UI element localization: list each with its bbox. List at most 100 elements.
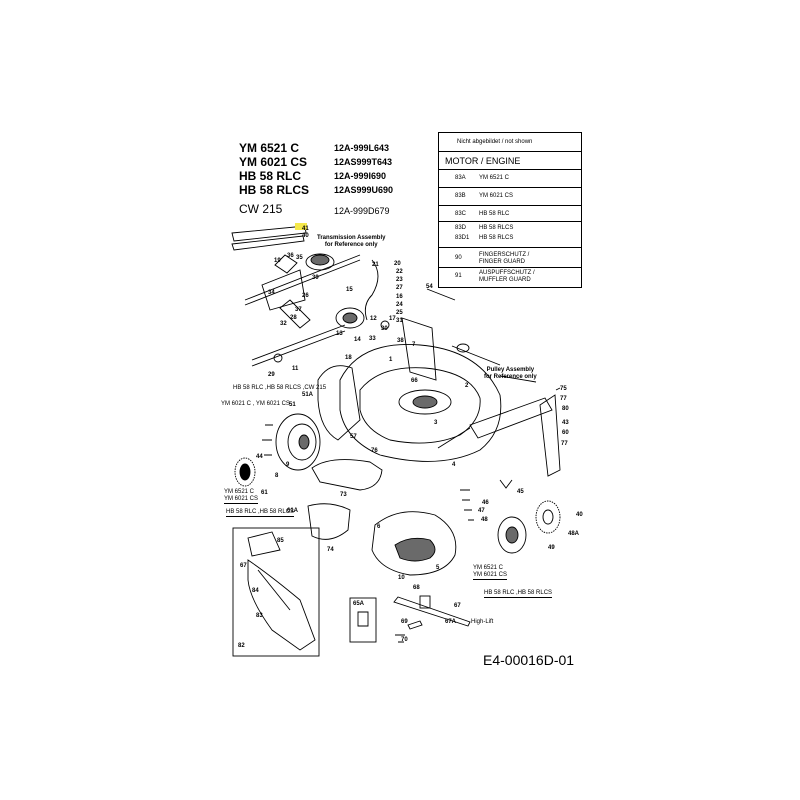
callout-46: 46 [482, 500, 489, 506]
blade-housing [371, 511, 457, 576]
legend-not-shown: Nicht abgebildet / not shown [457, 139, 533, 145]
callout-34: 34 [268, 290, 275, 296]
callout-70: 70 [401, 637, 408, 643]
callout-45: 45 [517, 489, 524, 495]
callout-65a: 65A [353, 601, 365, 607]
callout-44: 44 [256, 454, 263, 460]
callout-32: 32 [280, 321, 287, 327]
legend-code: 83D1 [455, 235, 470, 241]
mulch-plug [311, 459, 383, 491]
callout-27: 27 [396, 285, 403, 291]
model-5: CW 215 [239, 202, 283, 216]
rear-flap [317, 365, 361, 441]
legend-code: 83A [455, 175, 466, 181]
callout-67a: 67A [445, 619, 457, 625]
callout-40b: 40 [576, 512, 583, 518]
legend-text: YM 6021 CS [479, 193, 514, 199]
front-tire [535, 500, 561, 534]
code-1: 12A-999L643 [334, 143, 390, 153]
legend-text: AUSPUFFSCHUTZ / MUFFLER GUARD [479, 270, 535, 283]
callout-26: 26 [302, 293, 309, 299]
front-wheel [497, 516, 527, 554]
inset-65a-box [349, 597, 377, 643]
callout-80: 80 [562, 406, 569, 412]
callout-84: 84 [252, 588, 259, 594]
legend-text: HB 58 RLC [479, 211, 510, 217]
rear-wheel [275, 413, 321, 471]
callout-33: 33 [369, 336, 376, 342]
callout-77b: 77 [561, 441, 568, 447]
model-2: YM 6021 CS [239, 155, 308, 169]
callout-18: 18 [345, 355, 352, 361]
legend-code: 90 [455, 255, 462, 261]
code-3: 12A-999I690 [334, 171, 387, 181]
callout-19: 19 [274, 258, 281, 264]
callout-23: 23 [396, 277, 403, 283]
legend-text: HB 58 RLCS [479, 225, 514, 231]
small-wheel-left [234, 457, 256, 487]
callout-13: 13 [336, 331, 343, 337]
callout-29: 29 [268, 372, 275, 378]
callout-17: 17 [389, 316, 396, 322]
callout-28: 28 [290, 315, 297, 321]
mower-deck [339, 344, 502, 462]
variant-label-ym-left: YM 6521 C YM 6021 CS [224, 489, 259, 504]
callout-8: 8 [275, 473, 279, 479]
code-5: 12A-999D679 [334, 206, 390, 216]
callout-83: 83 [256, 613, 263, 619]
legend-code: 83B [455, 193, 466, 199]
transmission-housing [261, 269, 306, 311]
model-1: YM 6521 C [239, 141, 300, 155]
code-4: 12AS999U690 [334, 185, 394, 195]
callout-68: 68 [413, 585, 420, 591]
callout-67: 67 [454, 603, 461, 609]
callout-48: 48 [481, 517, 488, 523]
callout-15: 15 [346, 287, 353, 293]
callout-20: 20 [394, 261, 401, 267]
callout-40: 40 [302, 233, 309, 239]
callout-22: 22 [396, 269, 403, 275]
mower-blade [393, 596, 471, 627]
model-4: HB 58 RLCS [239, 183, 310, 197]
callout-12: 12 [370, 316, 377, 322]
callout-37: 37 [295, 307, 302, 313]
variant-label-hb-left: HB 58 RLC ,HB 58 RLCS [226, 509, 295, 517]
legend-text: YM 6521 C [479, 175, 510, 181]
callout-51: 51 [289, 402, 296, 408]
callout-47: 47 [478, 508, 485, 514]
callout-9: 9 [286, 462, 290, 468]
engine-plate [401, 317, 437, 381]
legend-text: HB 58 RLCS [479, 235, 514, 241]
callout-60: 60 [562, 430, 569, 436]
callout-76: 76 [371, 448, 378, 454]
callout-66: 66 [411, 378, 418, 384]
legend-table: Nicht abgebildet / not shown MOTOR / ENG… [438, 132, 582, 288]
flap-74 [307, 503, 351, 540]
legend-text: FINGERSCHUTZ / FINGER GUARD [479, 252, 530, 265]
callout-69: 69 [401, 619, 408, 625]
callout-61a: 61A [287, 508, 299, 514]
callout-2: 2 [465, 383, 469, 389]
callout-11: 11 [292, 366, 299, 372]
transmission-label: Transmission Assembly for Reference only [317, 235, 386, 248]
callout-4: 4 [452, 462, 456, 468]
callout-43: 43 [562, 420, 569, 426]
callout-38: 38 [397, 338, 404, 344]
callout-14: 14 [354, 337, 361, 343]
callout-74: 74 [327, 547, 334, 553]
callout-57: 57 [350, 434, 357, 440]
pulley-label: Pulley Assembly for Reference only [484, 367, 537, 380]
callout-54: 54 [426, 284, 433, 290]
grass-bag [247, 559, 316, 651]
legend-code: 91 [455, 273, 462, 279]
callout-35: 35 [296, 255, 303, 261]
callout-51a: 51A [302, 392, 314, 398]
variant-label-ym-top: YM 6021 C , YM 6021 CS [221, 401, 290, 407]
callout-61: 61 [261, 490, 268, 496]
callout-49: 49 [548, 545, 555, 551]
legend-code: 83C [455, 211, 467, 217]
callout-16: 16 [396, 294, 403, 300]
callout-77: 77 [560, 396, 567, 402]
callout-36: 36 [287, 253, 294, 259]
